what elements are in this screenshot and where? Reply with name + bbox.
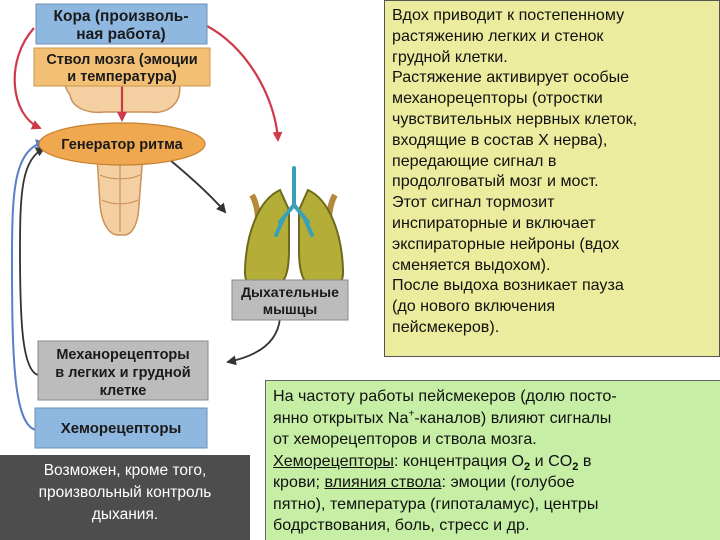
cortex-label-line2: ная работа) <box>76 26 165 43</box>
arrow-cortex-to-generator <box>13 27 42 130</box>
bottom-text-line: Хеморецепторы: концентрация O2 и CO2 в <box>273 451 592 473</box>
right-text-line: Растяжение активирует особые <box>392 68 630 87</box>
right-text-line: пейсмекеров). <box>392 317 500 336</box>
voluntary-control-note: Возможен, кроме того, произвольный контр… <box>0 455 250 540</box>
arrow-cortex-to-muscles <box>204 24 283 142</box>
right-text-line: Этот сигнал тормозит <box>392 193 555 212</box>
cortex-box: Кора (произволь- ная работа) <box>35 3 208 45</box>
inhalation-explanation-panel: Вдох приводит к постепенному растяжению … <box>384 0 720 357</box>
bottom-text-line: На частоту работы пейсмекеров (долю пост… <box>273 387 617 405</box>
right-text-line: чувствительных нервных клеток, <box>392 109 638 128</box>
right-text-line: сменяется выдохом). <box>392 255 551 274</box>
bottom-text-line: от хеморецепторов и ствола мозга. <box>273 430 537 448</box>
mechanoreceptors-label-line3: клетке <box>100 383 147 399</box>
rhythm-generator-box: Генератор ритма <box>38 122 206 166</box>
muscles-label-line2: мышцы <box>263 301 318 317</box>
respiratory-muscles-box: Дыхательные мышцы <box>231 279 349 321</box>
chemoreceptors-label: Хеморецепторы <box>61 420 182 437</box>
arrow-muscles-to-mechanoreceptors <box>226 317 281 366</box>
right-text-line: входящие в состав X нерва), <box>392 130 608 149</box>
chemoreceptors-box: Хеморецепторы <box>34 407 208 449</box>
arrow-chemoreceptors-feedback <box>10 139 46 431</box>
right-text-line: Вдох приводит к постепенному <box>392 6 625 24</box>
brainstem-box: Ствол мозга (эмоции и температура) <box>33 47 211 87</box>
right-text-line: (до нового включения <box>392 297 556 316</box>
note-line: Возможен, кроме того, <box>43 462 207 479</box>
bottom-text-line: бодрствования, боль, стресс и др. <box>273 516 530 534</box>
arrow-generator-to-lungs <box>169 159 227 214</box>
arrow-mechanoreceptors-feedback <box>19 147 46 376</box>
generator-label: Генератор ритма <box>61 137 183 153</box>
right-text-line: растяжению легких и стенок <box>392 26 604 45</box>
note-line: дыхания. <box>91 506 159 523</box>
brainstem-label-line2: и температура) <box>67 69 177 85</box>
cortex-label-line1: Кора (произволь- <box>54 8 189 25</box>
chemoreceptors-term: Хеморецепторы <box>273 451 394 470</box>
lungs-illustration <box>243 166 345 292</box>
mechanoreceptors-label-line2: в легких и грудной <box>55 365 190 381</box>
right-text-line: После выдоха возникает пауза <box>392 276 624 295</box>
right-text-line: инспираторные и включает <box>392 213 596 232</box>
bottom-text-line: крови; влияния ствола: эмоции (голубое <box>273 473 575 491</box>
right-text-line: экспираторные нейроны (вдох <box>392 234 620 253</box>
right-text-line: грудной клетки. <box>392 47 508 66</box>
muscles-label-line1: Дыхательные <box>241 284 339 300</box>
bottom-text-line: янно открытых Na+-каналов) влияют сигнал… <box>273 408 612 427</box>
mechanoreceptors-box: Механорецепторы в легких и грудной клетк… <box>37 340 209 401</box>
right-text-line: передающие сигнал в <box>392 151 557 170</box>
mechanoreceptors-label-line1: Механорецепторы <box>56 347 189 363</box>
right-text-line: продолговатый мозг и мост. <box>392 172 599 191</box>
brainstem-influence-term: влияния ствола <box>324 473 442 491</box>
note-line: произвольный контроль <box>38 484 212 501</box>
pacemaker-frequency-panel: На частоту работы пейсмекеров (долю пост… <box>265 380 720 540</box>
right-text-line: механорецепторы (отростки <box>392 89 603 108</box>
brainstem-label-line1: Ствол мозга (эмоции <box>46 52 197 68</box>
bottom-text-line: пятно), температура (гипоталамус), центр… <box>273 494 599 513</box>
